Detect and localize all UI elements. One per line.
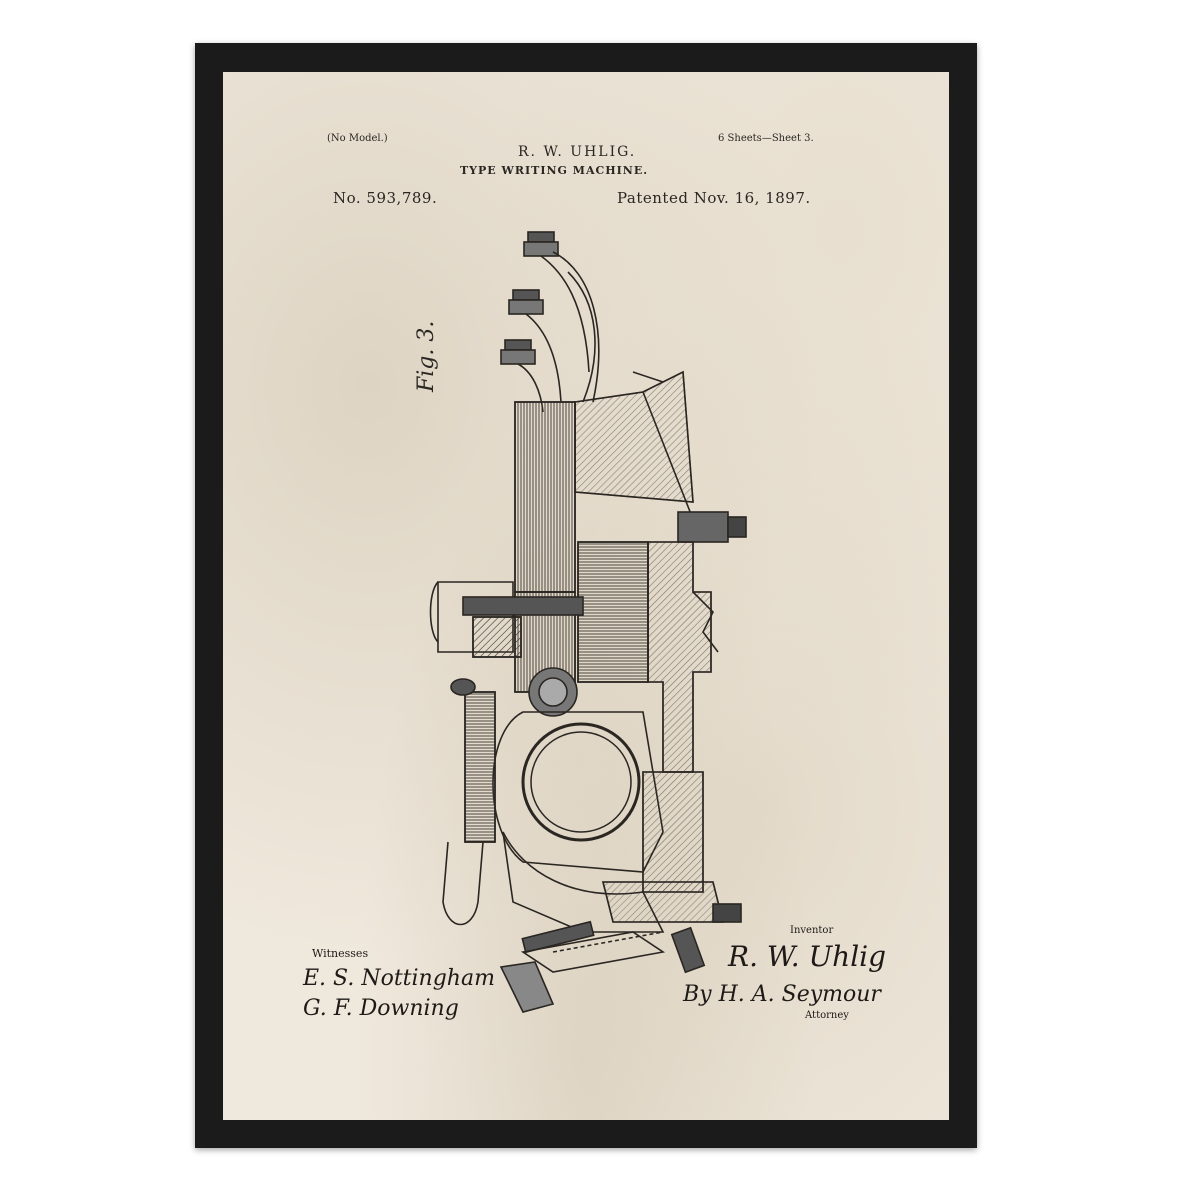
witness-2-signature: G. F. Downing [303,996,459,1021]
attorney-label: Attorney [805,1010,849,1021]
sheet-number: 6 Sheets—Sheet 3. [718,133,814,144]
patent-date: Patented Nov. 16, 1897. [617,189,811,207]
inventor-name-header: R. W. UHLIG. [518,144,637,160]
typewriter-mechanism-drawing: Fig. 3. [414,231,747,1013]
figure-label: Fig. 3. [414,321,439,393]
attorney-signature: By H. A. Seymour [683,982,881,1007]
svg-text:Fig. 3.: Fig. 3. [414,321,439,393]
no-model-label: (No Model.) [327,133,388,144]
inventor-label: Inventor [790,925,834,936]
witness-1-signature: E. S. Nottingham [303,966,495,991]
inventor-signature: R. W. Uhlig [728,940,887,973]
key-middle [508,289,562,403]
invention-title: TYPE WRITING MACHINE. [460,164,649,177]
patent-number: No. 593,789. [333,189,438,207]
key-top [523,231,590,373]
witnesses-label: Witnesses [312,947,369,960]
